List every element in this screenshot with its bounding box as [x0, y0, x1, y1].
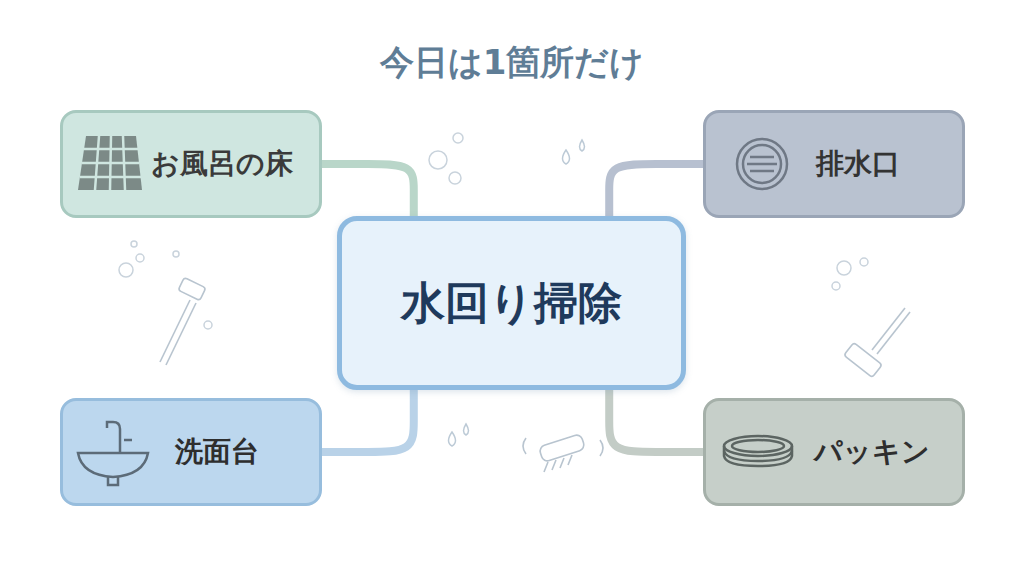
- tile-icon: [78, 136, 142, 190]
- topic-label: パッキン: [814, 433, 930, 471]
- drain-icon: [737, 139, 787, 189]
- topic-box: 排水口: [703, 110, 965, 218]
- connector: [322, 164, 414, 216]
- connector: [609, 390, 703, 452]
- connector: [609, 164, 703, 216]
- topic-label: お風呂の床: [151, 145, 293, 183]
- topic-label: 排水口: [816, 145, 900, 183]
- topic-box: 洗面台: [60, 398, 322, 506]
- gasket-icon: [724, 436, 792, 466]
- center-label: 水回り掃除: [401, 274, 622, 333]
- topic-box: お風呂の床: [60, 110, 322, 218]
- connector: [322, 390, 414, 452]
- sink-icon: [78, 422, 148, 485]
- center-box: 水回り掃除: [337, 216, 686, 390]
- topic-label: 洗面台: [175, 433, 259, 471]
- title: 今日は1箇所だけ: [0, 40, 1024, 86]
- topic-box: パッキン: [703, 398, 965, 506]
